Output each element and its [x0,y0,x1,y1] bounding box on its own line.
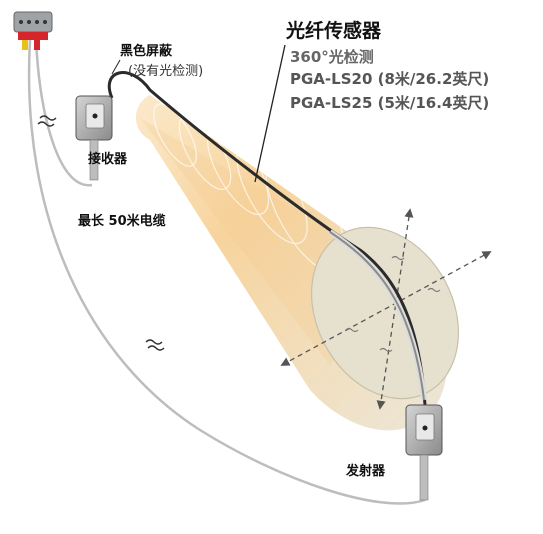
sensor-title: 光纤传感器 [286,20,382,42]
leader-line-shield [111,59,121,75]
detection-axes [280,208,492,410]
light-beam [135,95,460,431]
detection-spec: 360°光检测 [290,48,374,66]
emitter-label: 发射器 [346,464,386,479]
model-ls25: PGA-LS25 (5米/16.4英尺) [290,94,490,112]
emitter-cable [27,39,426,505]
optical-fiber [107,71,427,406]
shielding-label: 黑色屏蔽 [120,44,173,59]
shielding-note: (没有光检测) [128,64,204,79]
receiver-cable [34,39,93,187]
emitter-device [405,404,443,501]
terminal-connector [13,11,53,50]
cable-length-label: 最长 50米电缆 [78,214,166,229]
receiver-label: 接收器 [88,152,128,167]
model-ls20: PGA-LS20 (8米/26.2英尺) [290,70,490,88]
cable-break-mark [37,115,165,351]
axis-break-marks [345,255,441,353]
receiver-device [75,95,113,181]
leader-line [254,44,286,183]
